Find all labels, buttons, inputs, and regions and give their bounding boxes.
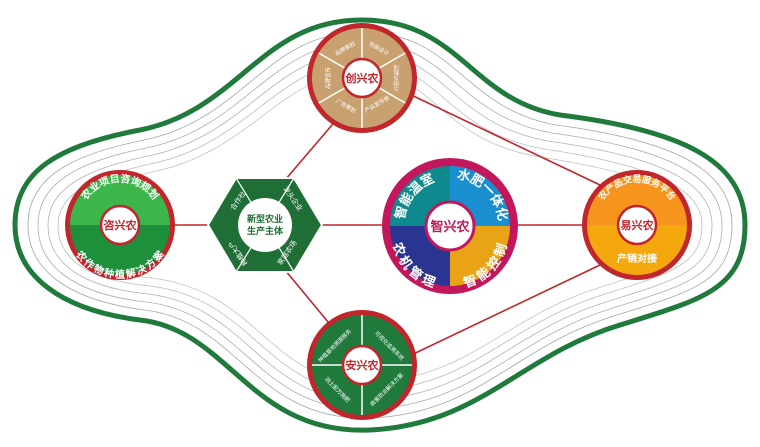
- hub-center-line2: 生产主体: [247, 225, 284, 237]
- node-yi: 易兴农 农产品交易服务平台 产销对接: [582, 170, 692, 280]
- connector-an-yi: [404, 264, 601, 359]
- node-an: 安兴农 种植基地溯源服务 可视化追溯系统 病害防治解决方案 测土配方施肥: [307, 310, 417, 420]
- hub-center-line1: 新型农业: [247, 213, 283, 225]
- yi-center-label: 易兴农: [621, 218, 654, 232]
- chuang-segment-2: 品牌VI设计: [392, 64, 400, 92]
- connector-lines: [160, 91, 601, 359]
- yi-bottom-label: 产销对接: [617, 252, 657, 265]
- chuang-segment-5: 品牌宣传: [324, 67, 332, 90]
- connector-hub-chuang: [284, 117, 339, 181]
- zhi-center-label: 智兴农: [430, 219, 469, 235]
- node-chuang: 创兴农 包装设计 品牌VI设计 产品宣传册 广告策划 品牌宣传 品牌策划: [307, 23, 417, 133]
- node-zi: 咨兴农 农业项目咨询规划 农作物种植解决方案: [65, 170, 175, 281]
- an-center-label: 安兴农: [346, 358, 379, 372]
- chuang-center-label: 创兴农: [345, 71, 379, 85]
- connector-chuang-yi: [404, 91, 601, 186]
- zi-center-label: 咨兴农: [104, 218, 137, 232]
- node-zhi: 智兴农 智能温室 水肥一体化 智能控制 农机管理: [382, 158, 518, 294]
- node-hub: 新型农业 生产主体 合作社 龙头企业 家庭农场 种植大户: [206, 177, 324, 273]
